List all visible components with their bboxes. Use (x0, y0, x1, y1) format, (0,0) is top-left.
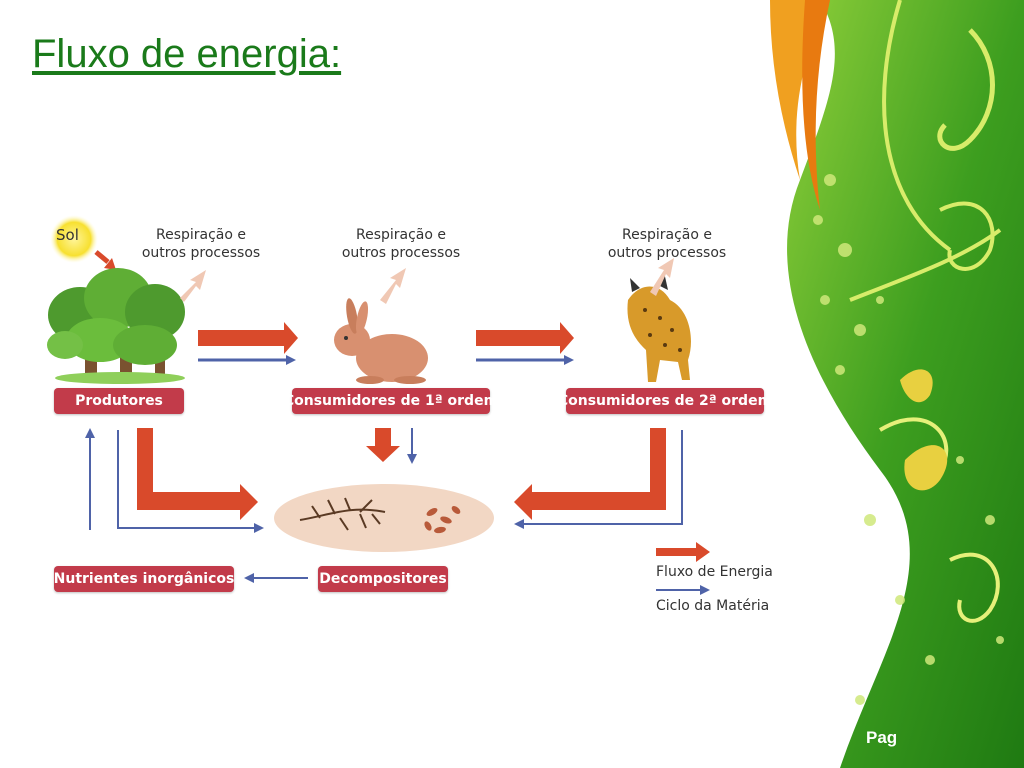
node-decomposers: Decompositores (318, 566, 448, 592)
legend-energy-label: Fluxo de Energia (656, 564, 773, 580)
node-consumers-1st-order: Consumidores de 1ª ordem (292, 388, 490, 414)
energy-arrow (366, 428, 400, 462)
node-producers: Produtores (54, 388, 184, 414)
legend-energy-arrow (656, 542, 710, 562)
tree-icon (47, 268, 185, 384)
rabbit-icon (334, 297, 428, 384)
matter-arrow (244, 573, 308, 583)
sunlight-arrow (96, 252, 108, 262)
legend-matter-arrow (656, 585, 710, 595)
respiration-label-consumers-2: Respiração e outros processos (602, 226, 732, 262)
node-consumers-2nd-order: Consumidores de 2ª ordem (566, 388, 764, 414)
respiration-label-consumers-1: Respiração e outros processos (336, 226, 466, 262)
respiration-line: Respiração e (136, 226, 266, 244)
node-inorganic-nutrients: Nutrientes inorgânicos (54, 566, 234, 592)
respiration-line: outros processos (602, 244, 732, 262)
respiration-arrow (180, 258, 674, 304)
respiration-label-producers: Respiração e outros processos (136, 226, 266, 262)
respiration-line: Respiração e (602, 226, 732, 244)
respiration-line: Respiração e (336, 226, 466, 244)
energy-arrow (514, 428, 666, 520)
page-number: Pag (866, 728, 897, 748)
decomposers-illustration (274, 484, 494, 552)
matter-arrow (85, 428, 264, 533)
sun-label: Sol (56, 226, 79, 244)
energy-arrow (137, 428, 258, 520)
respiration-line: outros processos (336, 244, 466, 262)
respiration-line: outros processos (136, 244, 266, 262)
matter-arrow (407, 428, 417, 464)
legend-matter-label: Ciclo da Matéria (656, 598, 769, 614)
